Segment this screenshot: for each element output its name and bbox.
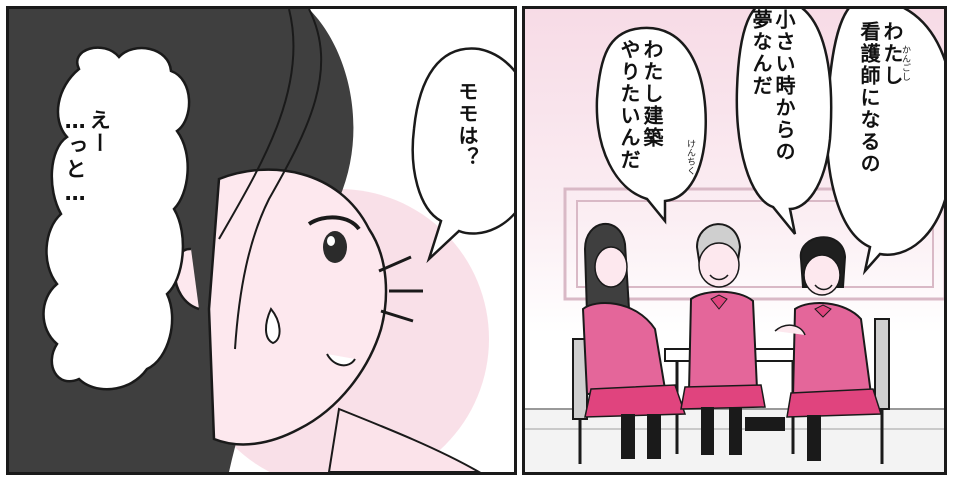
speech-dialogue-architecture: わたし建築 やりたいんだ [617,39,664,171]
thought-bubble-shape [42,46,191,391]
classroom-girls-illustration [525,9,944,472]
speech-dialogue-dream: 小さい時からの 夢なんだ [749,9,796,163]
speech-dialogue-nurse: わたし 看護師になるの [857,21,904,175]
speech-bubble-shape-architecture [595,26,707,225]
furigana-nurse: かんごし [900,45,910,81]
speech-dialogue-momo: モモは？ [455,81,479,169]
furigana-architecture: けんちく [685,139,695,175]
manga-panel-right: わたし 看護師になるの かんごし 小さい時からの 夢なんだ わたし建築 やりたい… [522,6,947,475]
thought-dialogue-text: えー …っと… [63,109,112,207]
speech-bubble-shape-dream [735,9,833,235]
girl-closeup-illustration [9,9,514,472]
speech-bubble-shape-nurse [825,9,944,276]
speech-bubble-shape [411,47,514,264]
manga-panel-left: えー …っと… モモは？ [6,6,517,475]
